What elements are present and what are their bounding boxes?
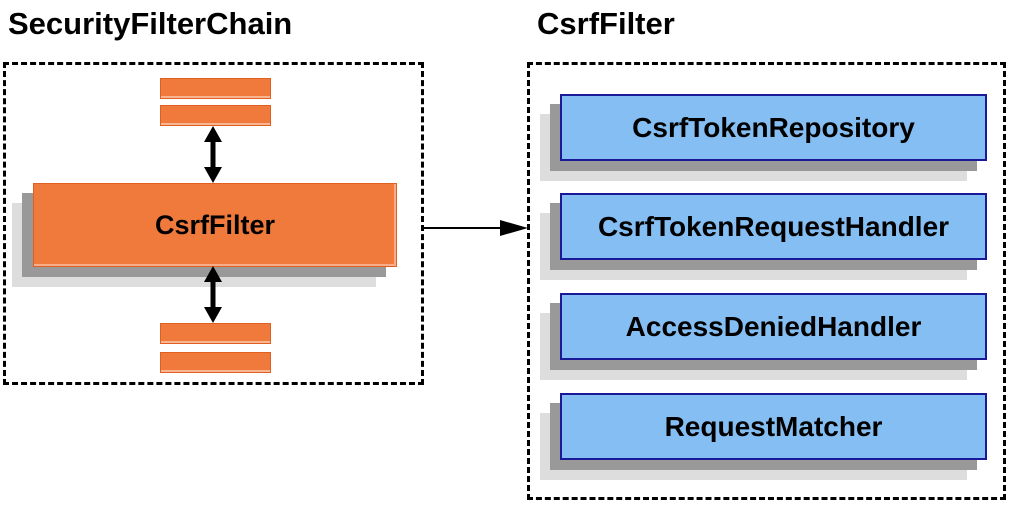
filter-placeholder-bar [160,78,271,99]
filter-placeholder-bar [160,105,271,126]
component-label: CsrfTokenRepository [632,111,915,143]
csrf-filter-title: CsrfFilter [537,6,675,41]
csrf-filter-components-panel [527,62,1006,500]
component-label: AccessDeniedHandler [625,310,922,342]
double-headed-arrow-icon [201,126,225,183]
double-headed-arrow-icon [204,266,222,323]
component-box-access-denied-handler: AccessDeniedHandler [560,293,987,360]
security-filter-chain-title: SecurityFilterChain [8,6,293,41]
double-headed-arrow-icon [201,266,225,323]
filter-placeholder-bar [160,323,271,344]
arrow-right-icon [423,220,528,236]
double-headed-arrow-icon [204,126,222,183]
filter-placeholder-bar [160,352,271,373]
component-box-csrf-token-repository: CsrfTokenRepository [560,94,987,161]
component-label: RequestMatcher [664,410,883,442]
security-filter-chain-panel [3,62,424,385]
component-label: CsrfTokenRequestHandler [597,210,950,242]
component-box-request-matcher: RequestMatcher [560,393,987,460]
arrow-right-icon [423,214,528,242]
csrf-filter-box-label: CsrfFilter [154,209,276,240]
component-box-csrf-token-request-handler: CsrfTokenRequestHandler [560,193,987,260]
csrf-filter-box: CsrfFilter [33,183,397,267]
